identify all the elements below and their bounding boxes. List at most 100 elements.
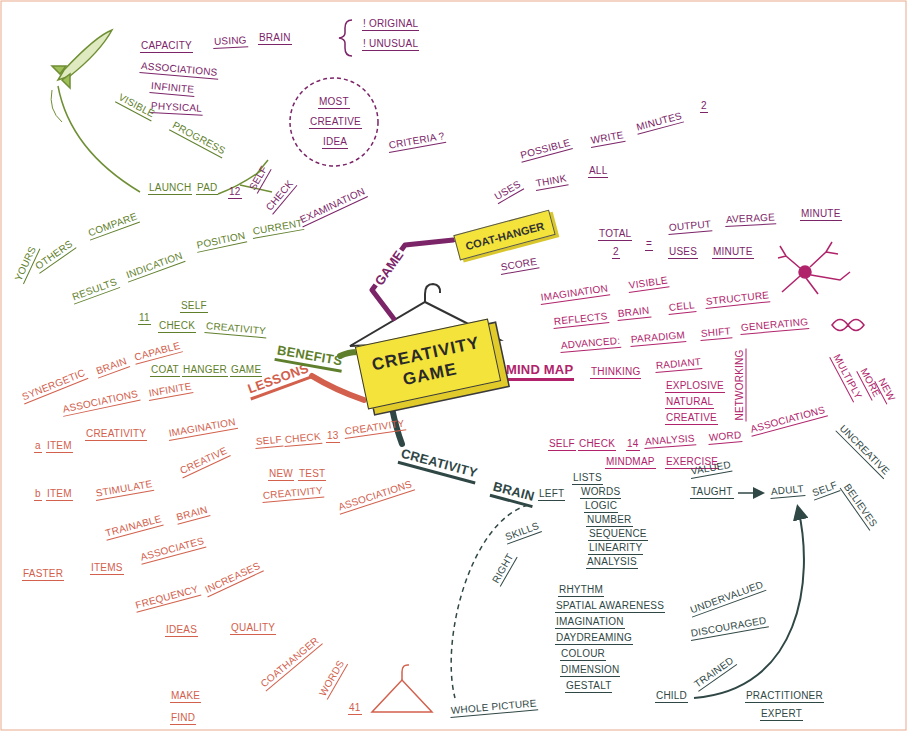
branch-word: ITEM xyxy=(46,440,73,453)
branch-word: TOTAL xyxy=(598,228,632,241)
branch-word: GESTALT xyxy=(565,680,612,693)
branch-word: INDICATION xyxy=(124,250,186,283)
branch-word: STIMULATE xyxy=(94,478,155,501)
branch-word: BELIEVES xyxy=(840,481,880,531)
branch-word: SKILLS xyxy=(503,520,542,545)
branch-word: SHIFT xyxy=(699,325,732,341)
branch-word: ASSOCIATIONS xyxy=(336,478,415,515)
branch-word: SELF xyxy=(180,300,208,313)
branch-word: SCORE xyxy=(499,255,539,274)
branch-word: LOGIC xyxy=(584,500,618,513)
branch-word: 2 xyxy=(700,100,708,113)
branch-word: 11 xyxy=(138,312,151,325)
branch-word: CRITERIA ? xyxy=(387,130,447,153)
branch-word: CREATIVE xyxy=(177,444,230,478)
branch-word: WHOLE PICTURE xyxy=(449,697,538,718)
launch-pad-branches xyxy=(218,160,272,194)
branch-word: CAPACITY xyxy=(140,40,193,53)
branch-word: POSITION xyxy=(195,229,248,252)
branch-word: ASSOCIATIONS xyxy=(139,60,219,80)
branch-word: QUALITY xyxy=(230,622,276,635)
branch-word: OUTPUT xyxy=(667,218,712,235)
branch-word: CELL xyxy=(667,299,696,315)
branch-word: ! UNUSUAL xyxy=(362,38,419,51)
branch-word: SELF xyxy=(548,438,576,451)
branch-word: HANGER xyxy=(182,364,228,377)
branch-word: UNDERVALUED xyxy=(688,578,767,617)
branch-word: CHECK xyxy=(578,438,616,451)
branch-word: SPATIAL AWARENESS xyxy=(555,600,665,613)
branch-word: SELF xyxy=(254,434,283,449)
branch-word: CHECK xyxy=(158,320,196,333)
branch-word: EXPLOSIVE xyxy=(665,380,725,393)
branch-word: b xyxy=(34,488,42,501)
branch-word: GAME xyxy=(230,364,262,377)
branch-word: CAPABLE xyxy=(132,340,182,365)
branch-word: THINK xyxy=(534,172,569,191)
branch-word: COMPARE xyxy=(86,210,140,240)
branch-word: ADULT xyxy=(769,483,805,499)
branch-word: MOST xyxy=(318,96,350,109)
branch-word: SELF xyxy=(246,163,271,194)
branch-word: USES xyxy=(668,246,698,259)
branch-word: ITEMS xyxy=(90,562,124,575)
branch-word: FREQUENCY xyxy=(133,583,201,613)
dashed-circle xyxy=(290,78,378,166)
branch-word: DIMENSION xyxy=(560,664,620,677)
branch-word: SELF xyxy=(810,479,841,501)
branch-word: REFLECTS xyxy=(552,310,609,329)
branch-word: PHYSICAL xyxy=(150,100,204,116)
branch-word: BRAIN xyxy=(616,305,651,321)
branch-word: DISCOURAGED xyxy=(689,614,769,640)
branch-word: COATHANGER xyxy=(258,634,323,691)
branch-word: 41 xyxy=(348,702,362,715)
branch-word: ANALYSIS xyxy=(586,556,638,569)
branch-word: IMAGINATION xyxy=(167,416,238,441)
branch-word: PRACTITIONER xyxy=(745,690,824,703)
branch-word: VISIBLE xyxy=(627,274,670,293)
branch-word: POSSIBLE xyxy=(518,136,573,162)
branch-word: OTHERS xyxy=(32,237,76,273)
branch-word: ITEM xyxy=(46,488,73,501)
lessons-branch xyxy=(312,376,364,400)
branch-word: LISTS xyxy=(572,472,603,485)
branch-word: CREATIVE xyxy=(309,116,362,129)
rocket-drawing xyxy=(51,30,140,192)
branch-word: 13 xyxy=(326,430,340,443)
branch-word: TRAINABLE xyxy=(103,513,164,541)
branch-word: = xyxy=(645,238,653,251)
branch-word: MINUTE xyxy=(712,246,754,259)
small-hanger-drawing xyxy=(372,665,432,712)
branch-word: DAYDREAMING xyxy=(555,632,633,645)
branch-word: 14 xyxy=(626,438,640,451)
branch-word: SYNERGETIC xyxy=(20,367,89,405)
branch-word: ASSOCIATIONS xyxy=(748,404,827,437)
branch-word: COAT xyxy=(150,364,180,377)
branch-word: CREATIVE xyxy=(665,412,718,425)
branch-word: MAKE xyxy=(170,690,201,703)
branch-word: SEQUENCE xyxy=(588,528,648,541)
branch-word: EXPERT xyxy=(760,708,803,721)
branch-word: WRITE xyxy=(589,129,626,148)
branch-word: RHYTHM xyxy=(558,584,604,597)
branch-word: FASTER xyxy=(22,568,64,581)
coat-hanger-box: COAT-HANGER xyxy=(453,210,555,261)
branch-word: ASSOCIATES xyxy=(138,535,206,565)
branch-word: CHECK xyxy=(263,177,297,214)
branch-word: TAUGHT xyxy=(690,486,734,499)
branch-word: MINDMAP xyxy=(605,456,656,469)
branch-word: COLOUR xyxy=(560,648,606,661)
branch-word: LINEARITY xyxy=(588,542,643,555)
infinity-symbol xyxy=(832,320,864,331)
branch-word: AVERAGE xyxy=(725,211,777,227)
branch-word: TEST xyxy=(298,468,326,481)
branch-word: NETWORKING xyxy=(734,349,747,422)
branch-word: BRAIN xyxy=(94,355,130,379)
branch-word: LAUNCH xyxy=(148,182,192,195)
branch-word: CREATIVITY xyxy=(261,485,324,503)
branch-word: PARADIGM xyxy=(629,329,686,347)
branch-word: NUMBER xyxy=(586,514,633,527)
branch-word: USING xyxy=(213,34,248,49)
branch-word: NEW xyxy=(874,375,898,404)
